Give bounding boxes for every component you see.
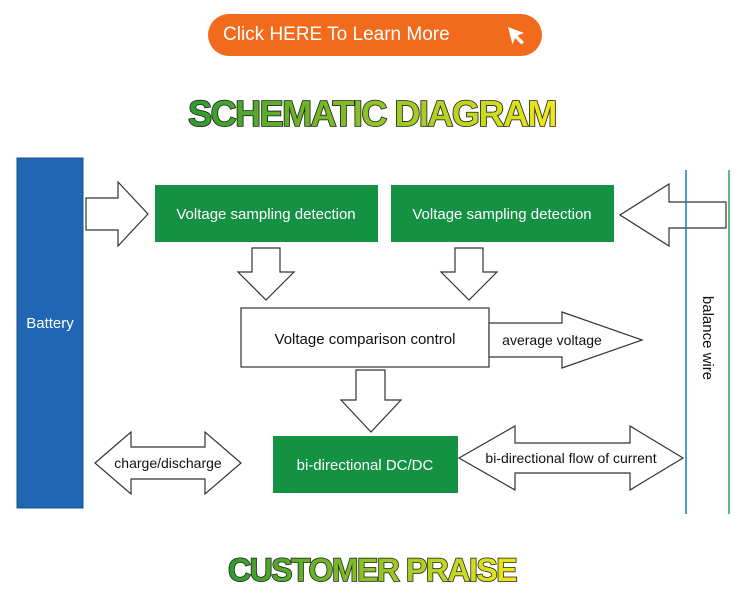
learn-more-label: Click HERE To Learn More [223, 24, 450, 45]
cursor-arrow-icon [508, 27, 524, 45]
sampling-left-down-arrow [236, 247, 296, 301]
battery-to-sampling-arrow [85, 180, 149, 248]
comparison-label: Voltage comparison control [275, 331, 456, 348]
schematic-diagram: Battery Voltage sampling detection Volta… [16, 157, 730, 514]
sampling-left-box [155, 185, 378, 242]
schematic-heading: SCHEMATIC DIAGRAM [0, 88, 750, 138]
balance-wire-label: balance wire [699, 296, 716, 380]
comparison-box [240, 307, 490, 368]
dcdc-label: bi-directional DC/DC [297, 457, 434, 474]
battery-block [16, 157, 84, 509]
charge-discharge-arrow [94, 430, 242, 496]
schematic-title: SCHEMATIC DIAGRAM [188, 93, 556, 134]
charge-discharge-label: charge/discharge [114, 455, 222, 471]
praise-title: CUSTOMER PRAISE [228, 552, 517, 588]
comparison-down-arrow [339, 369, 403, 433]
sampling-left-label: Voltage sampling detection [176, 206, 355, 223]
sampling-right-label: Voltage sampling detection [412, 206, 591, 223]
schematic-title-svg: SCHEMATIC DIAGRAM [187, 92, 558, 135]
sampling-right-box [391, 185, 614, 242]
praise-heading: CUSTOMER PRAISE [0, 548, 750, 594]
dcdc-box [273, 436, 458, 493]
current-flow-label: bi-directional flow of current [485, 450, 656, 466]
sampling-right-down-arrow [439, 247, 499, 301]
praise-title-svg: CUSTOMER PRAISE [227, 551, 519, 589]
average-voltage-label: average voltage [502, 332, 602, 348]
average-voltage-arrow [488, 311, 644, 369]
balance-to-sampling-arrow [618, 182, 727, 248]
battery-label: Battery [26, 315, 74, 332]
current-flow-arrow [457, 424, 685, 492]
learn-more-button[interactable]: Click HERE To Learn More [208, 14, 542, 56]
